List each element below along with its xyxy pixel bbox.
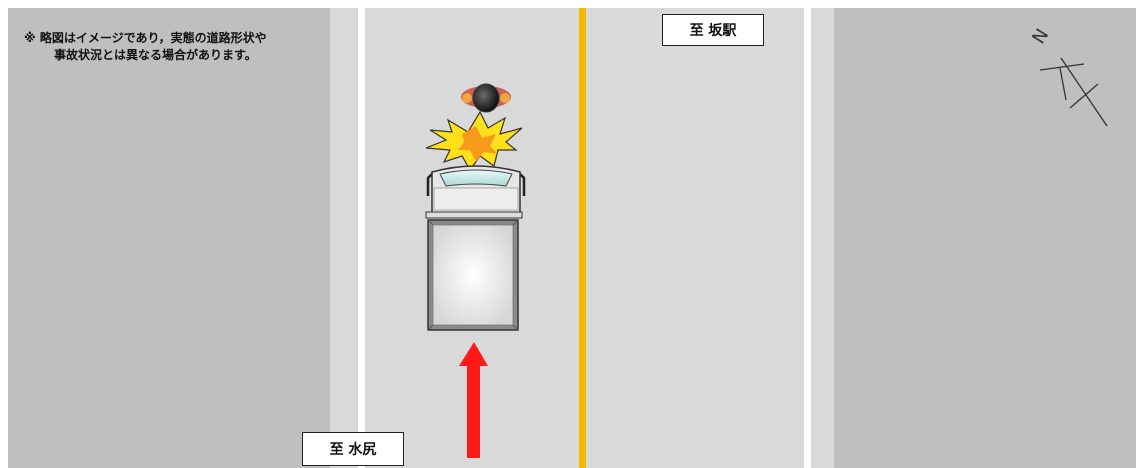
disclaimer-note: ※ 略図はイメージであり，実態の道路形状や 事故状況とは異なる場合があります。 bbox=[22, 30, 342, 64]
direction-arrow-icon bbox=[459, 342, 488, 458]
right-roadside bbox=[834, 8, 1136, 468]
center-line bbox=[579, 8, 586, 468]
truck-icon bbox=[425, 165, 526, 331]
pedestrian-icon bbox=[461, 83, 511, 113]
right-edge-line bbox=[804, 8, 811, 468]
disclaimer-line-1: ※ 略図はイメージであり，実態の道路形状や bbox=[24, 31, 267, 45]
north-arrow-icon bbox=[1039, 57, 1108, 127]
left-roadside bbox=[8, 8, 330, 468]
impact-burst-icon bbox=[425, 110, 523, 172]
disclaimer-line-2: 事故状況とは異なる場合があります。 bbox=[54, 48, 257, 62]
destination-sign-south: 至 水尻 bbox=[302, 432, 404, 466]
accident-diagram bbox=[8, 8, 1136, 468]
destination-sign-north: 至 坂駅 bbox=[662, 14, 764, 46]
left-edge-line bbox=[358, 8, 365, 468]
